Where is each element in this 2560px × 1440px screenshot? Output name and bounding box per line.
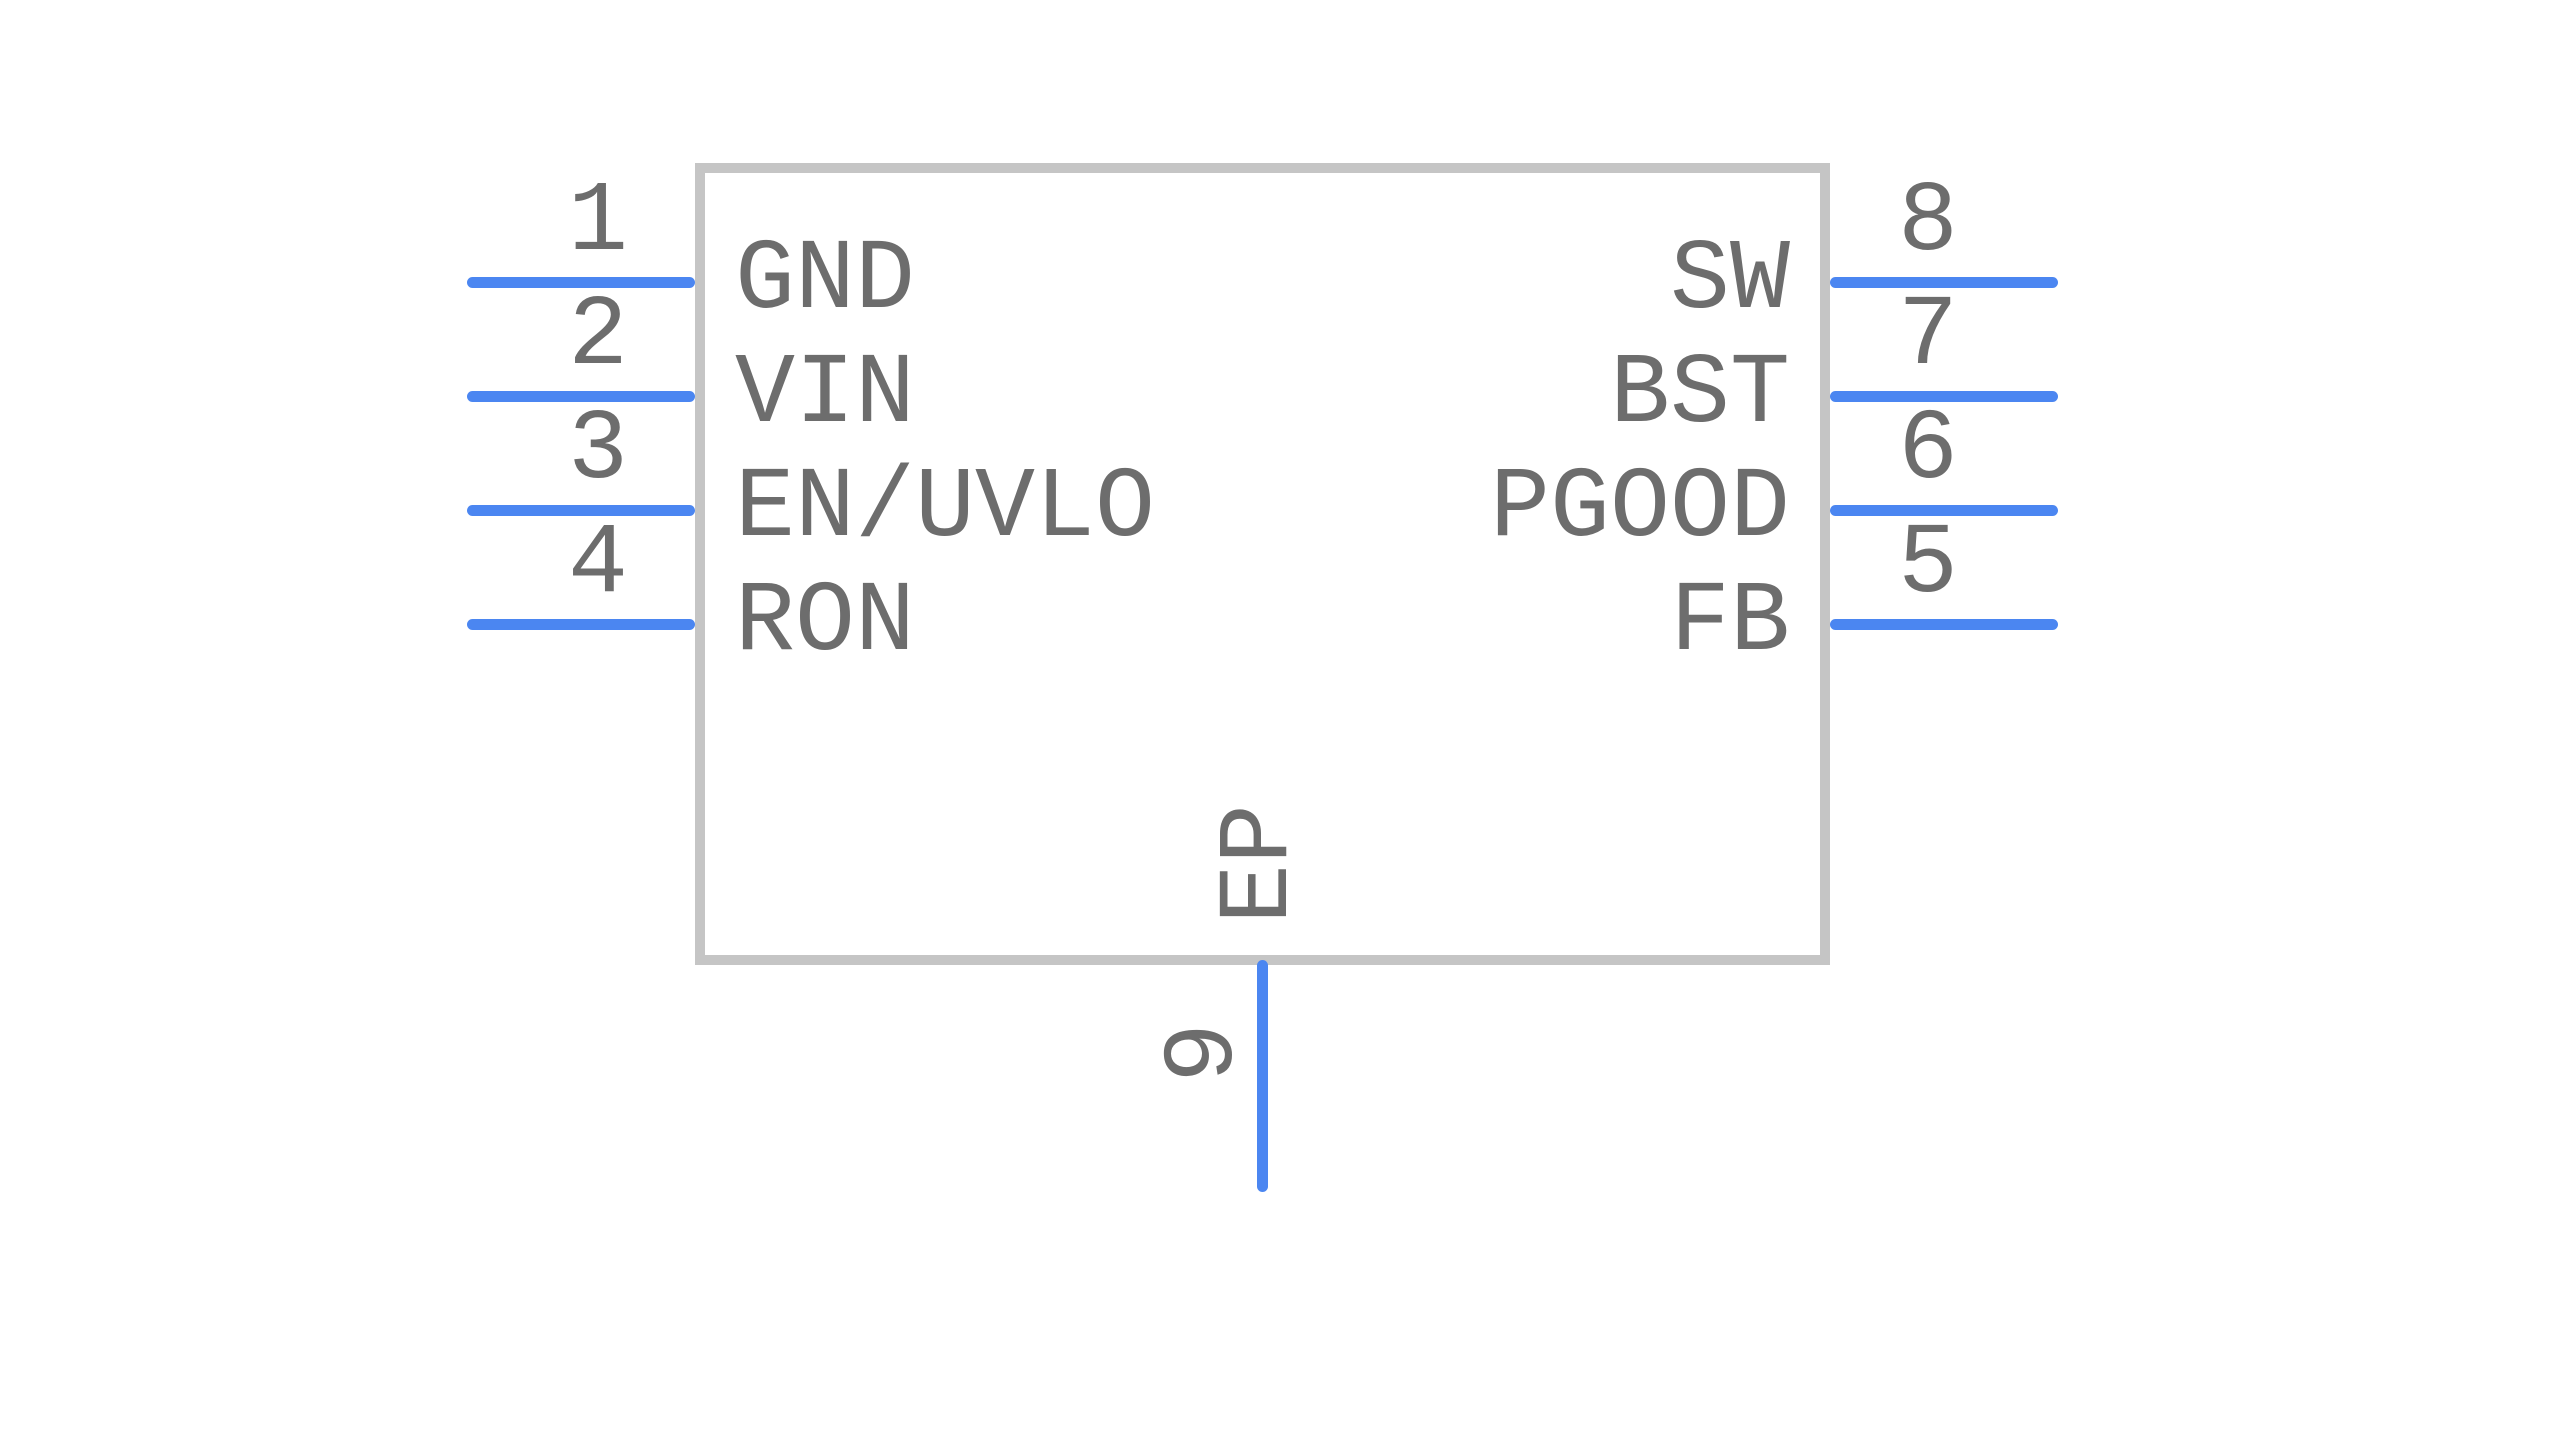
- pin-3-label: EN/UVLO: [735, 453, 1156, 566]
- pin-6-line: [1830, 505, 2058, 516]
- pin-4-label: RON: [735, 567, 916, 680]
- pin-5-line: [1830, 619, 2058, 630]
- pin-6-label: PGOOD: [1489, 453, 1790, 566]
- pin-1-label: GND: [735, 225, 916, 338]
- pin-1-line: [467, 277, 695, 288]
- pin-6-number: 6: [1897, 395, 1958, 508]
- pin-4-line: [467, 619, 695, 630]
- pin-9-number: 9: [1149, 1023, 1262, 1084]
- pin-9-label: EP: [1204, 803, 1317, 925]
- pin-1-number: 1: [567, 167, 628, 280]
- pin-5-label: FB: [1669, 567, 1790, 680]
- pin-2-label: VIN: [735, 339, 916, 452]
- pin-9-line: [1257, 960, 1268, 1192]
- pin-7-label: BST: [1609, 339, 1790, 452]
- pin-3-number: 3: [567, 395, 628, 508]
- pin-5-number: 5: [1897, 509, 1958, 622]
- pin-8-line: [1830, 277, 2058, 288]
- pin-7-number: 7: [1897, 281, 1958, 394]
- pin-2-number: 2: [567, 281, 628, 394]
- ic-body-outline: [695, 163, 1830, 965]
- pin-8-label: SW: [1669, 225, 1790, 338]
- pin-3-line: [467, 505, 695, 516]
- pin-2-line: [467, 391, 695, 402]
- pin-8-number: 8: [1897, 167, 1958, 280]
- pin-4-number: 4: [567, 509, 628, 622]
- pin-7-line: [1830, 391, 2058, 402]
